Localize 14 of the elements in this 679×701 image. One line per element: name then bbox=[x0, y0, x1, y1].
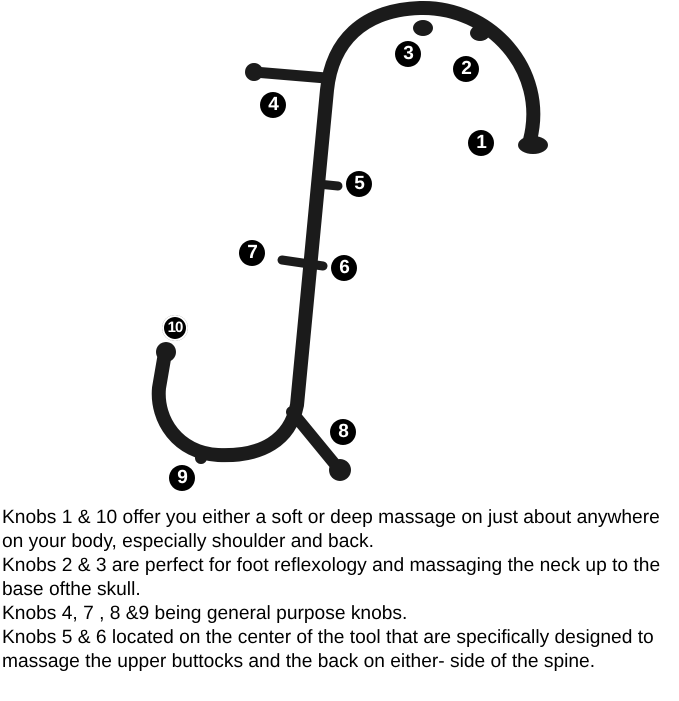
description-paragraph: Knobs 1 & 10 offer you either a soft or deep massage on just about anywhere on your body, especially shoulder and back. bbox=[2, 506, 661, 554]
callout-number: 4 bbox=[260, 92, 286, 118]
callout-number: 5 bbox=[346, 171, 372, 197]
callout-number: 8 bbox=[330, 419, 356, 445]
description-paragraph: Knobs 5 & 6 located on the center of the tool that are specifically designed to massage the upper buttocks and the back on either- side of the spine. bbox=[2, 626, 655, 674]
callout-number: 2 bbox=[453, 56, 479, 82]
callout-number: 10 bbox=[162, 315, 188, 341]
callout-number: 9 bbox=[169, 465, 195, 491]
callout-number: 7 bbox=[239, 240, 265, 266]
callout-number: 1 bbox=[468, 130, 494, 156]
callout-number: 6 bbox=[331, 255, 357, 281]
description-paragraph: Knobs 2 & 3 are perfect for foot reflexology and massaging the neck up to the base ofthe skull. bbox=[2, 554, 662, 602]
description-paragraph: Knobs 4, 7 , 8 &9 being general purpose knobs. bbox=[2, 602, 408, 626]
callout-number: 3 bbox=[395, 41, 421, 67]
